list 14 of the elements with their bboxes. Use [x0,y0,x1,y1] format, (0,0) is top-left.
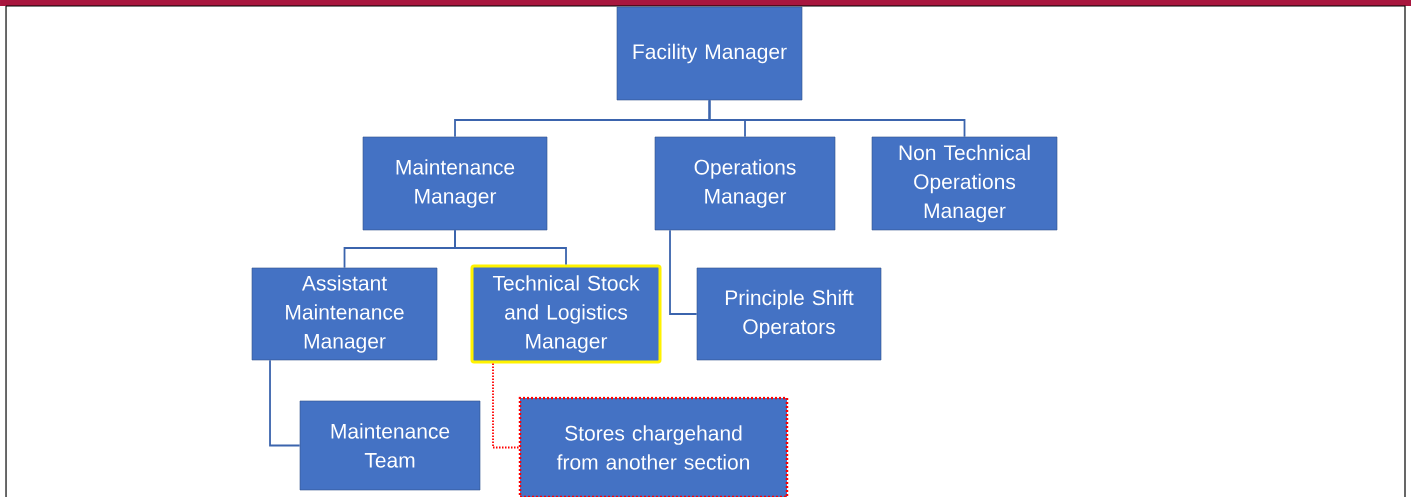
org-box: Facility Manager [616,6,803,101]
org-box: Maintenance Team [299,400,481,491]
org-box: Operations Manager [654,136,836,231]
org-box: Non Technical Operations Manager [871,136,1058,231]
org-box: Stores chargehand from another section [518,396,789,497]
connector [708,99,966,138]
org-box: Principle Shift Operators [696,267,882,361]
connector [492,362,520,449]
org-box: Technical Stock and Logistics Manager [470,264,662,364]
org-box: Maintenance Manager [362,136,548,231]
connector [669,229,698,315]
org-box: Assistant Maintenance Manager [251,267,438,361]
connector [454,229,567,266]
connector [269,359,301,447]
